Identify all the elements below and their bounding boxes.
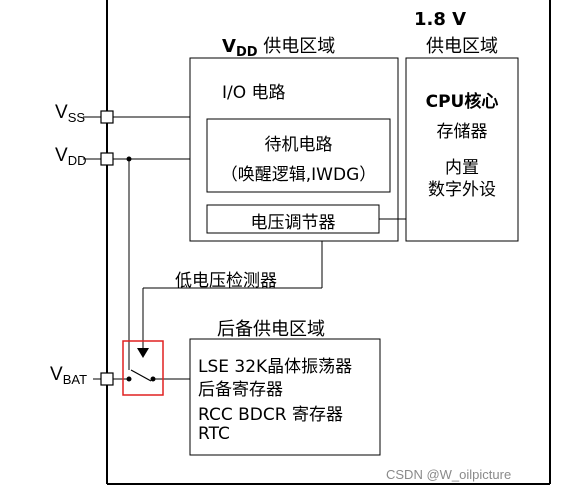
standby-line2: （唤醒逻辑,IWDG） xyxy=(220,165,377,185)
vbat-label: VBAT xyxy=(50,364,88,387)
vdd-label: VDD xyxy=(55,145,87,168)
io-circuit-label: I/O 电路 xyxy=(222,83,286,103)
cpu-line1: CPU核心 xyxy=(425,92,499,112)
cpu-line3: 内置 xyxy=(445,158,479,178)
cpu-line4: 数字外设 xyxy=(428,180,496,200)
vdd-junction-dot xyxy=(126,156,132,162)
cpu-domain-title: 供电区域 xyxy=(426,36,498,57)
watermark: CSDN @W_oilpicture xyxy=(386,467,512,482)
vdd-domain-title: VDD 供电区域 xyxy=(222,36,336,60)
standby-box xyxy=(206,118,391,193)
vss-pin xyxy=(100,110,114,124)
backup-item-1: 后备寄存器 xyxy=(198,380,283,400)
switch-blade-icon xyxy=(130,369,152,382)
cpu-domain-box xyxy=(405,57,519,242)
backup-item-3: RTC xyxy=(198,424,230,444)
backup-item-2: RCC BDCR 寄存器 xyxy=(198,405,343,425)
cpu-line2: 存储器 xyxy=(436,122,488,142)
backup-item-0: LSE 32K晶体振荡器 xyxy=(198,357,353,377)
regulator-label: 电压调节器 xyxy=(250,213,336,233)
switch-highlight xyxy=(122,340,164,396)
cpu-voltage-label: 1.8 V xyxy=(414,9,467,30)
standby-line1: 待机电路 xyxy=(264,135,333,155)
vdd-domain-box xyxy=(189,57,399,242)
detector-arrow-icon xyxy=(137,348,149,358)
backup-domain-title: 后备供电区域 xyxy=(217,319,325,340)
switch-node-vbat xyxy=(126,376,132,382)
vss-label: VSS xyxy=(55,102,86,125)
vbat-pin xyxy=(100,372,114,386)
vdd-pin xyxy=(100,152,114,166)
backup-domain-box xyxy=(189,338,381,456)
detector-label: 低电压检测器 xyxy=(175,271,277,291)
